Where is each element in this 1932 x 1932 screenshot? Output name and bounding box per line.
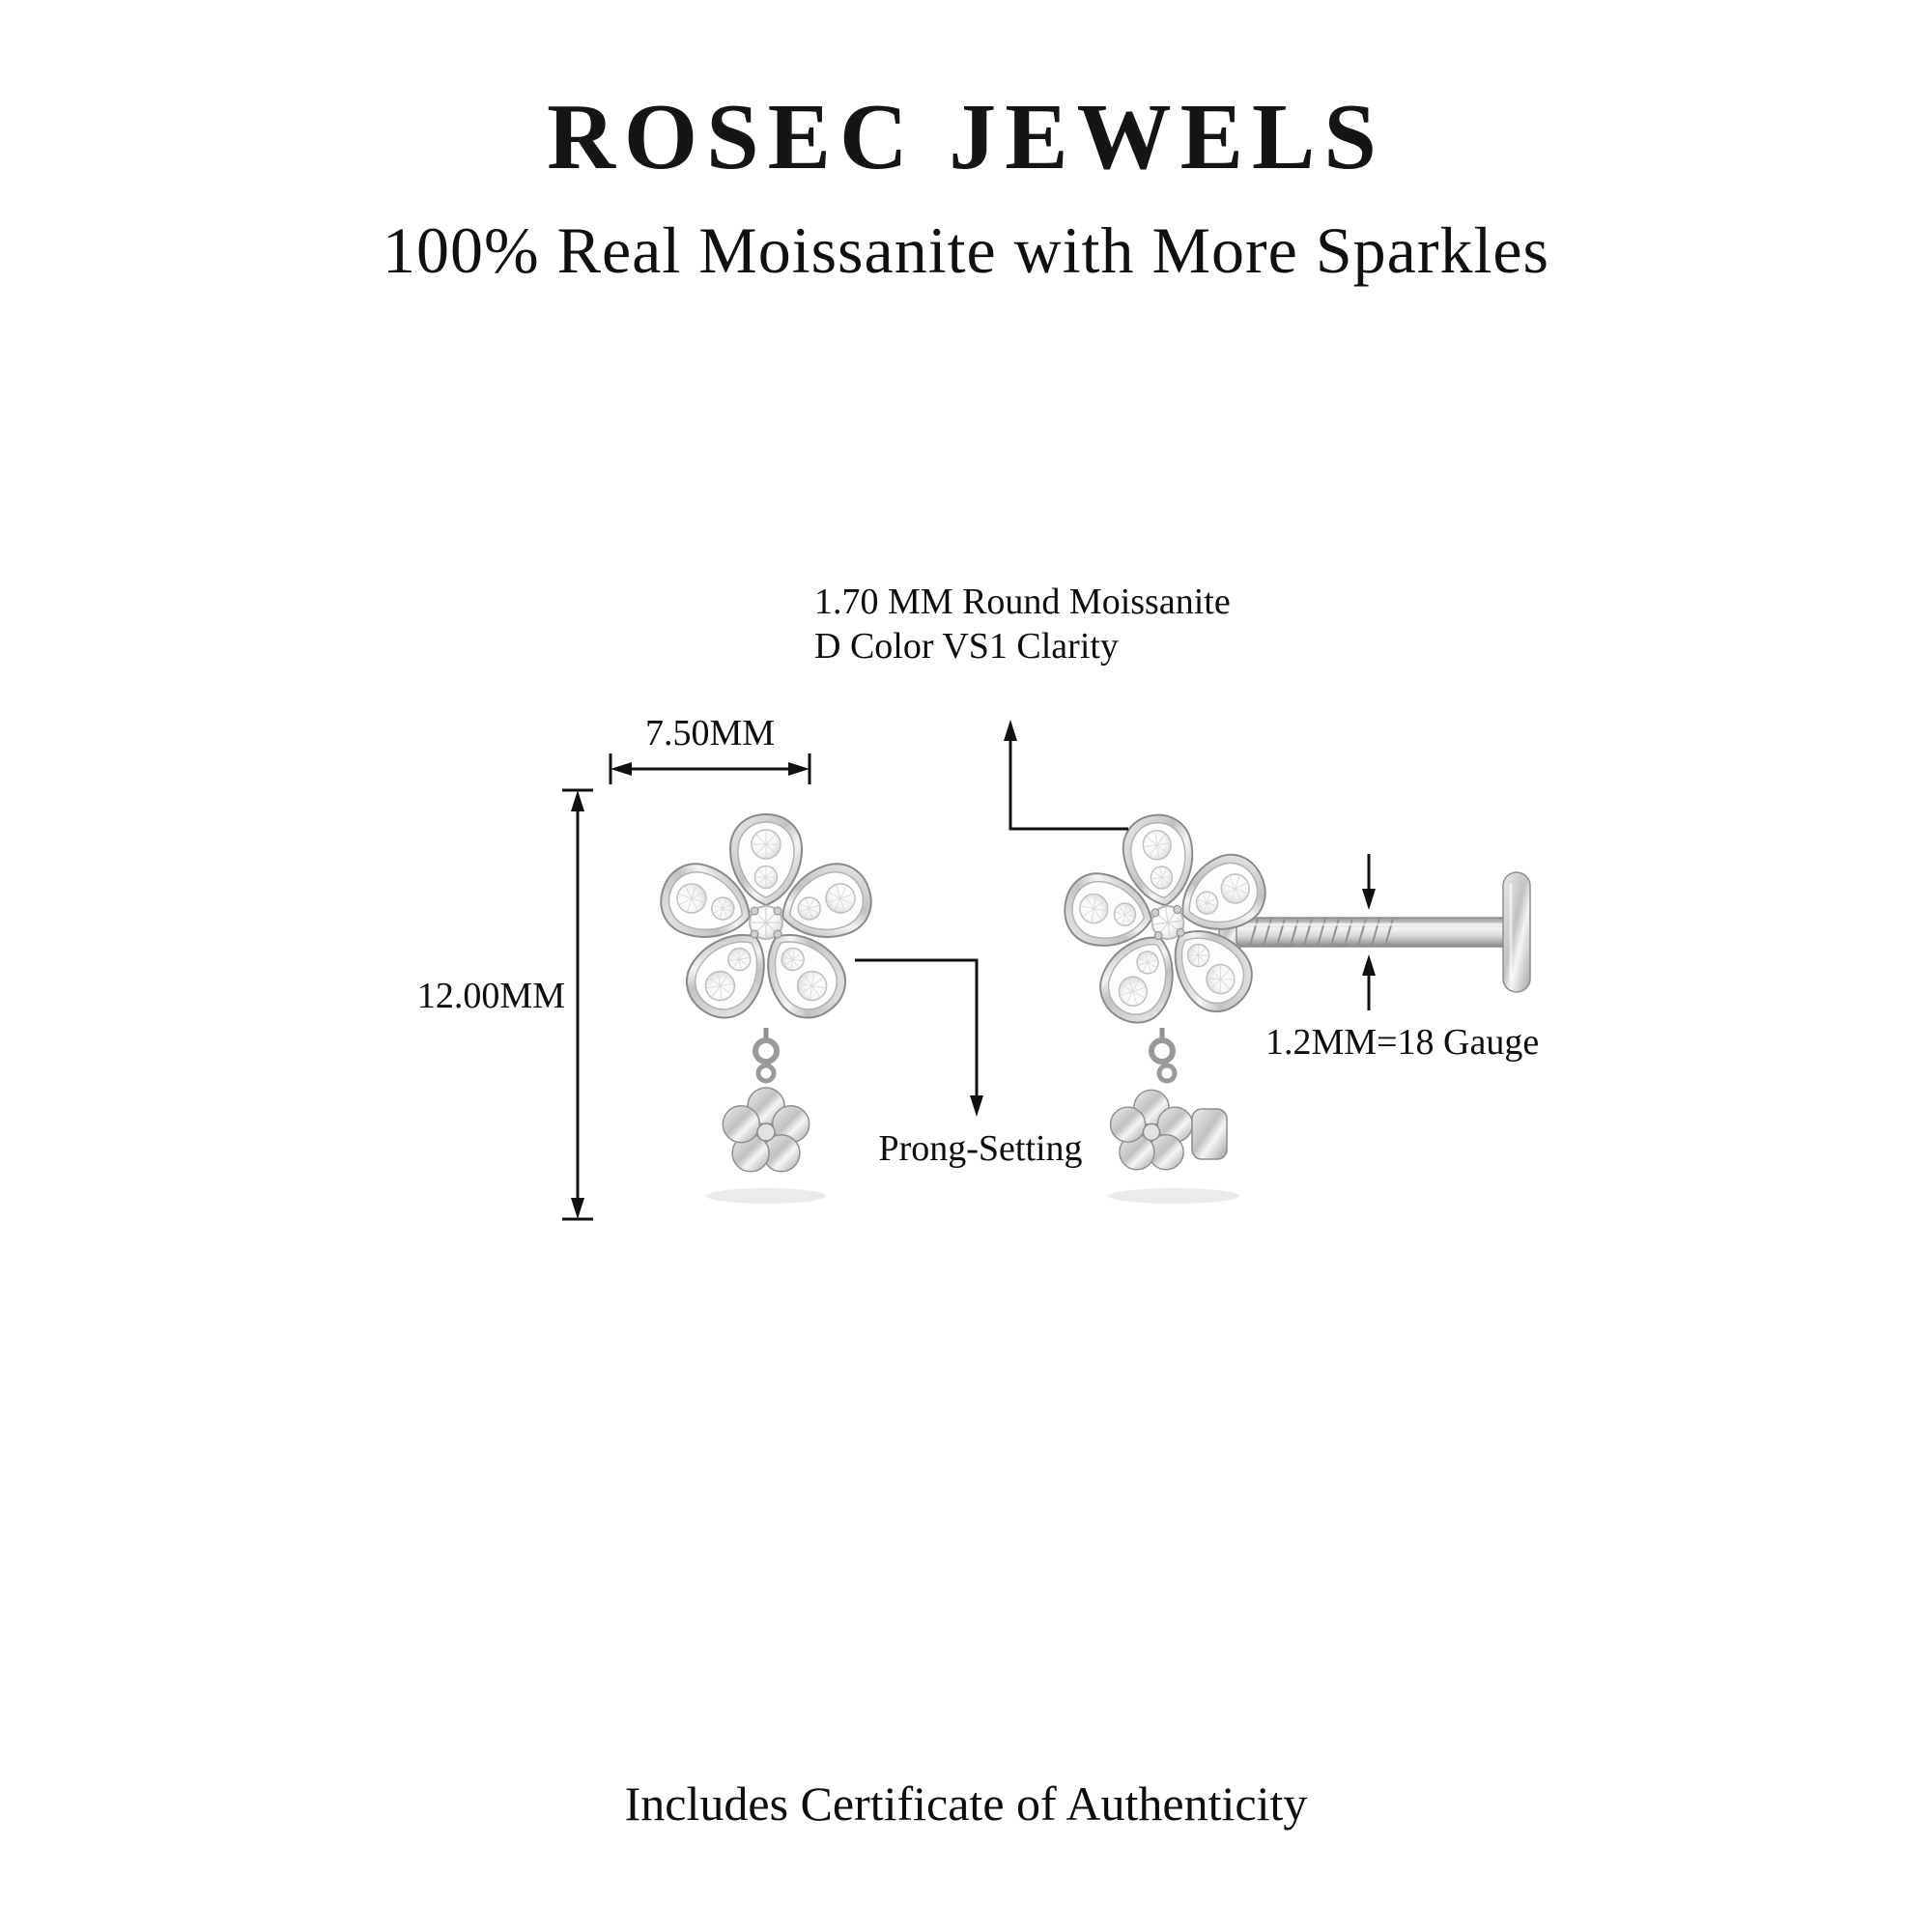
labret-disc	[1502, 871, 1531, 993]
earring-front-view	[652, 814, 880, 1173]
bail-ring	[753, 1037, 780, 1065]
certificate-note: Includes Certificate of Authenticity	[624, 1776, 1308, 1831]
arrow-down-icon	[1362, 889, 1376, 910]
stone-spec-line1: 1.70 MM Round Moissanite	[814, 582, 1231, 622]
stone-spec-line2: D Color VS1 Clarity	[814, 626, 1119, 668]
jump-ring	[1156, 1063, 1178, 1084]
stone-spec-label: 1.70 MM Round Moissanite D Color VS1 Cla…	[814, 580, 1231, 669]
arrow-up-icon	[571, 790, 584, 811]
prong-callout-line	[855, 958, 979, 1095]
tagline: 100% Real Moissanite with More Sparkles	[382, 213, 1550, 287]
arrow-up-icon	[1362, 954, 1376, 976]
earring-side-view	[1044, 800, 1291, 1171]
charm-side-cylinder	[1191, 1108, 1228, 1160]
arrow-down-icon	[571, 1198, 584, 1219]
bail-ring	[1149, 1037, 1176, 1065]
ground-shadows	[706, 1188, 1239, 1204]
flower-charm-dangle	[722, 1087, 810, 1173]
brand-title: ROSEC JEWELS	[547, 85, 1385, 189]
arrow-down-icon	[970, 1095, 983, 1117]
arrowheads	[571, 720, 1376, 1219]
post-threads	[1249, 918, 1394, 947]
prong-setting-label: Prong-Setting	[878, 1128, 1083, 1169]
arrow-right-icon	[788, 762, 810, 776]
width-dimension-label: 7.50MM	[644, 713, 776, 753]
height-dimension-label: 12.00MM	[416, 976, 565, 1016]
post-gauge-label: 1.2MM=18 Gauge	[1265, 1022, 1540, 1063]
arrow-left-icon	[611, 762, 632, 776]
arrow-up-icon	[1004, 720, 1017, 741]
jump-ring	[755, 1063, 777, 1084]
labret-post	[1218, 871, 1531, 993]
stone-callout-line	[1009, 741, 1128, 831]
